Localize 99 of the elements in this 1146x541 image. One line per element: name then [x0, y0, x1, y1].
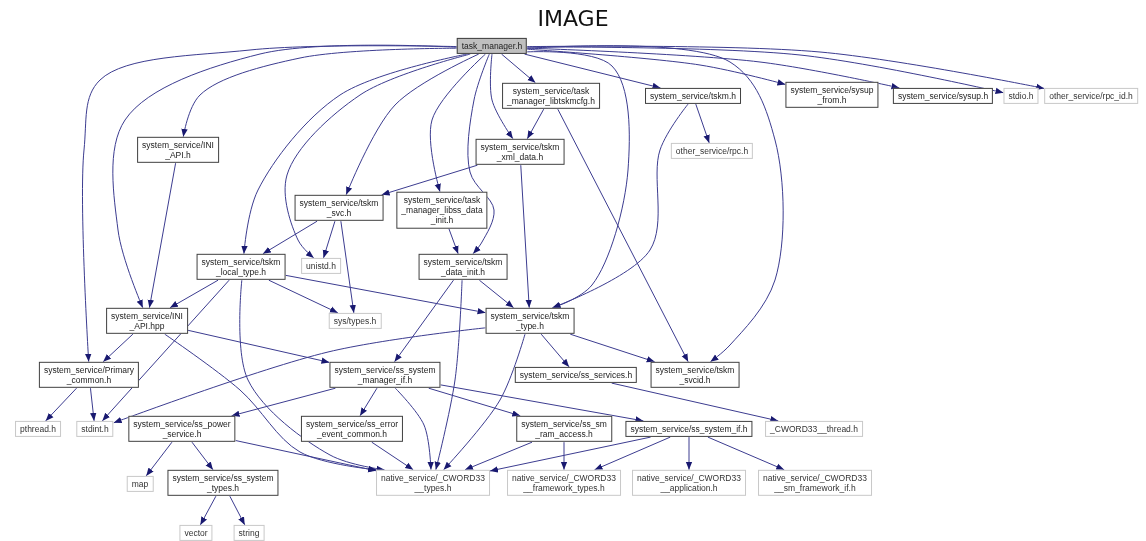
header-file-box: system_service/ss_services.h	[514, 366, 638, 384]
external-header-box: native_service/_CWORD33 __application.h	[632, 469, 746, 497]
external-header-box: native_service/_CWORD33 __sm_framework_if.h	[758, 469, 872, 497]
external-header-box: stdint.h	[76, 420, 114, 438]
include-arrow	[359, 387, 378, 417]
include-arrow	[89, 387, 97, 422]
header-file-box: system_service/tskm _type.h	[485, 307, 575, 335]
external-header-box: native_service/_CWORD33 __types.h	[376, 469, 490, 497]
header-file-box: system_service/task _manager_libtskmcfg.h	[502, 82, 600, 110]
include-arrow	[560, 441, 568, 471]
include-arrow	[147, 162, 177, 309]
header-file-box: system_service/Primary _common.h	[38, 361, 140, 389]
include-arrow	[284, 53, 471, 259]
include-arrow	[169, 279, 219, 309]
include-arrow	[526, 47, 900, 90]
header-file-box: system_service/sysup _from.h	[785, 81, 879, 109]
include-arrow	[112, 44, 458, 309]
header-file-box: system_service/task _manager_libss_data _init.h	[396, 191, 488, 229]
include-arrow	[526, 48, 786, 86]
external-header-box: pthread.h	[15, 420, 61, 438]
external-header-box: other_service/rpc.h	[670, 142, 754, 160]
diagram-title: IMAGE	[537, 6, 609, 31]
include-arrow	[489, 53, 514, 140]
include-arrow	[594, 436, 671, 471]
include-arrow	[489, 436, 652, 473]
include-arrow	[440, 384, 644, 423]
include-arrow	[268, 279, 339, 314]
include-arrow	[394, 279, 454, 363]
include-arrow	[371, 441, 414, 471]
header-file-box: system_service/ss_sm _ram_access.h	[516, 415, 612, 443]
include-arrow	[199, 495, 217, 526]
include-arrow	[239, 279, 385, 472]
include-arrow	[181, 47, 458, 138]
include-arrow	[526, 46, 1004, 95]
external-header-box: unistd.h	[301, 257, 341, 275]
include-arrow	[695, 103, 710, 144]
include-arrow	[235, 440, 377, 473]
header-file-box: system_service/tskm.h	[645, 87, 741, 105]
header-file-box: system_service/tskm _local_type.h	[196, 253, 286, 281]
include-arrow	[191, 441, 214, 471]
include-arrow	[113, 327, 487, 424]
external-header-box: string	[233, 524, 265, 541]
include-arrow	[229, 495, 246, 526]
include-arrow	[45, 387, 78, 422]
include-arrow	[448, 227, 459, 255]
include-arrow	[611, 382, 779, 423]
include-arrow	[464, 441, 533, 471]
include-arrow	[394, 387, 434, 471]
include-arrow	[428, 387, 521, 417]
include-arrow	[102, 333, 134, 363]
external-header-box: vector	[179, 524, 213, 541]
include-arrow	[478, 279, 515, 309]
include-arrow	[429, 53, 486, 193]
header-file-box: system_service/ss_system_if.h	[625, 420, 753, 438]
source-file-box: task_manager.h	[456, 37, 528, 55]
external-header-box: native_service/_CWORD33 __framework_types.h	[507, 469, 621, 497]
header-file-box: system_service/tskm _data_init.h	[418, 253, 508, 281]
include-arrow	[164, 333, 377, 473]
external-header-box: _CWORD33__thread.h	[765, 420, 863, 438]
external-header-box: stdio.h	[1003, 87, 1039, 105]
include-arrow	[467, 53, 495, 255]
external-header-box: sys/types.h	[328, 312, 382, 330]
header-file-box: system_service/ss_error _event_common.h	[300, 415, 404, 443]
include-arrow	[569, 333, 656, 363]
include-arrow	[345, 53, 480, 196]
include-arrow	[262, 220, 318, 255]
include-arrow	[231, 387, 336, 417]
include-arrow	[187, 329, 330, 364]
include-arrow	[526, 108, 545, 140]
header-file-box: system_service/ss_power _service.h	[128, 415, 236, 443]
header-file-box: system_service/INI _API.hpp	[106, 307, 188, 335]
include-arrow	[145, 441, 173, 477]
include-arrow	[340, 220, 356, 314]
include-arrow	[101, 279, 230, 422]
external-header-box: other_service/rpc_id.h	[1044, 87, 1138, 105]
include-arrow	[443, 333, 526, 471]
header-file-box: system_service/tskm _svcid.h	[650, 361, 740, 389]
include-arrow	[520, 164, 532, 309]
header-file-box: system_service/INI _API.h	[137, 136, 219, 164]
header-file-box: system_service/tskm _svc.h	[294, 194, 384, 222]
header-file-box: system_service/sysup.h	[892, 87, 994, 105]
include-arrow	[434, 279, 463, 471]
include-arrow	[707, 436, 785, 471]
include-arrow	[685, 436, 693, 471]
include-arrow	[322, 220, 336, 259]
include-arrow	[501, 53, 536, 84]
include-arrow	[540, 333, 570, 368]
include-arrow	[82, 45, 458, 363]
include-arrow	[557, 108, 689, 363]
include-arrow	[551, 103, 689, 309]
header-file-box: system_service/ss_system _types.h	[167, 469, 279, 497]
include-arrow	[526, 51, 630, 309]
header-file-box: system_service/tskm _xml_data.h	[475, 138, 565, 166]
include-arrow	[381, 164, 478, 196]
external-header-box: map	[126, 475, 154, 493]
include-arrow	[526, 45, 1045, 90]
include-arrow	[284, 274, 487, 315]
include-arrow	[524, 53, 661, 90]
header-file-box: system_service/ss_system _manager_if.h	[329, 361, 441, 389]
